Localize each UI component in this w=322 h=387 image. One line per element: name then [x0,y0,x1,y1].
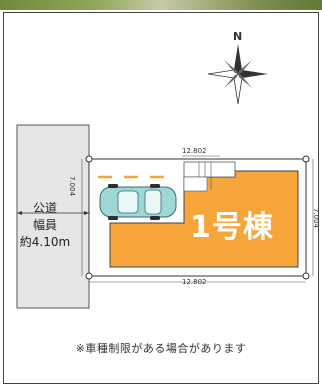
road-type: 公道 [32,201,57,215]
compass-rose-icon [207,44,268,105]
photo-strip [0,0,322,10]
porch [183,161,236,178]
road-width-heading: 幅員 [32,218,57,232]
lot-corner [302,155,310,163]
lot-corner [85,155,93,163]
dimension-left: 7.004 [68,176,76,197]
road-width-value: 約4.10m [19,235,71,249]
dimension-top: 12.802 [182,147,207,155]
entrance-step [183,176,208,192]
dimension-right: 7.004 [312,208,320,229]
lot-corner [85,272,93,280]
dimension-bottom: 12.802 [182,278,207,286]
compass-north-label: N [233,30,243,43]
plan-border [3,12,319,384]
road-label: 公道 幅員 約4.10m [10,200,80,251]
car-icon [99,184,177,220]
building-label: 1号棟 [190,210,274,245]
lot-corner [302,272,310,280]
vehicle-restriction-note: ※車種制限がある場合があります [75,342,247,355]
